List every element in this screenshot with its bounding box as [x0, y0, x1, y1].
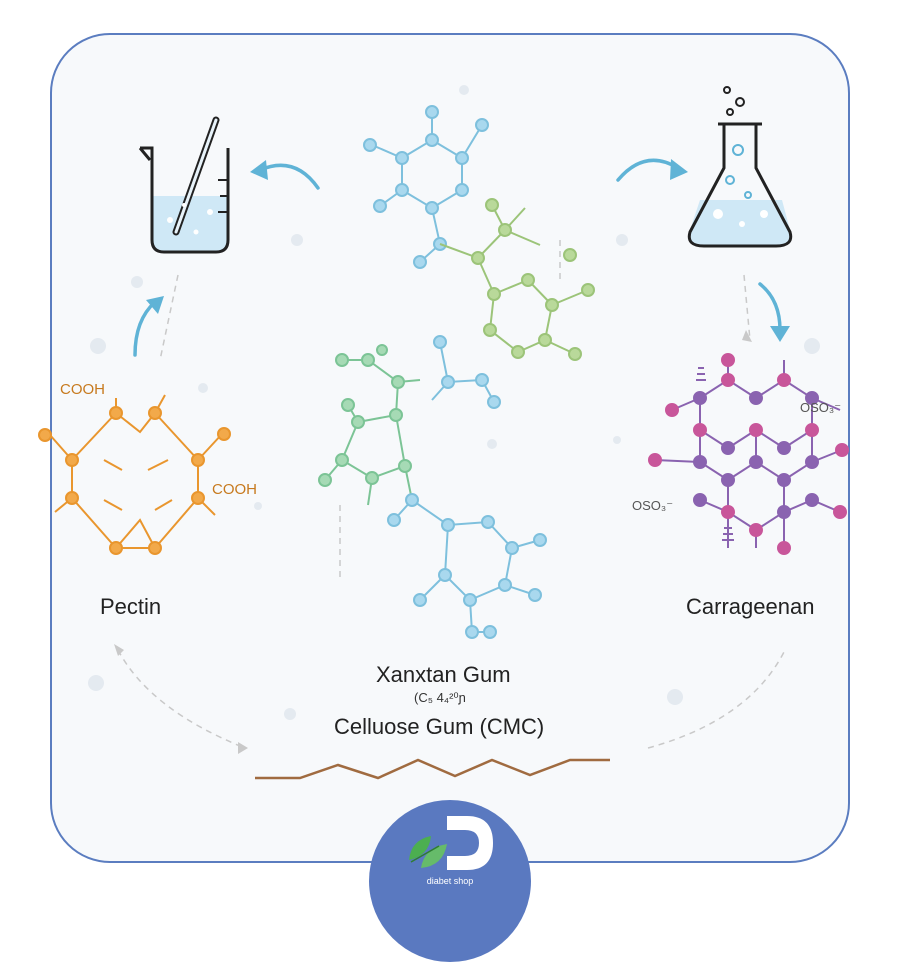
xanthan-formula-label: (C₅ 4₄²⁰ɲ	[414, 690, 466, 705]
logo-text: diabet shop	[426, 876, 474, 886]
pectin-label: Pectin	[100, 594, 162, 619]
carrageenan-oso3-top: OSO₃⁻	[800, 400, 841, 415]
cellulose-gum-label: Celluose Gum (CMC)	[334, 714, 545, 739]
polymer-zigzag-chain	[255, 758, 610, 780]
diagram-frame	[50, 33, 850, 863]
arrow-to-flask	[616, 158, 688, 182]
arrow-flask-down	[758, 282, 790, 342]
carrageenan-label: Carrageenan	[686, 594, 815, 619]
d-letter-icon	[447, 816, 493, 870]
arrow-pectin-up	[133, 296, 164, 357]
diagram-canvas: COOH COOH	[38, 85, 849, 780]
carrageenan-structure	[648, 353, 849, 555]
pectin-cooh-top: COOH	[60, 381, 105, 398]
xanthan-structure	[363, 105, 595, 409]
arrow-to-beaker	[250, 160, 320, 190]
pectin-structure	[38, 394, 231, 555]
small-arrow-heads	[114, 330, 752, 754]
dashed-cycle-lines	[117, 240, 786, 749]
beaker-stirring-rod-icon	[138, 116, 230, 254]
leaf-icon	[409, 836, 447, 868]
logo-mark	[409, 816, 493, 870]
pectin-cooh-right: COOH	[212, 481, 257, 498]
cellulose-structure	[318, 344, 547, 639]
erlenmeyer-flask-bubbles-icon	[687, 86, 793, 248]
diabet-shop-logo: diabet shop	[369, 800, 531, 962]
xanthan-gum-label: Xanxtan Gum	[376, 662, 511, 687]
carrageenan-oso3-bottom: OSO₃⁻	[632, 498, 673, 513]
